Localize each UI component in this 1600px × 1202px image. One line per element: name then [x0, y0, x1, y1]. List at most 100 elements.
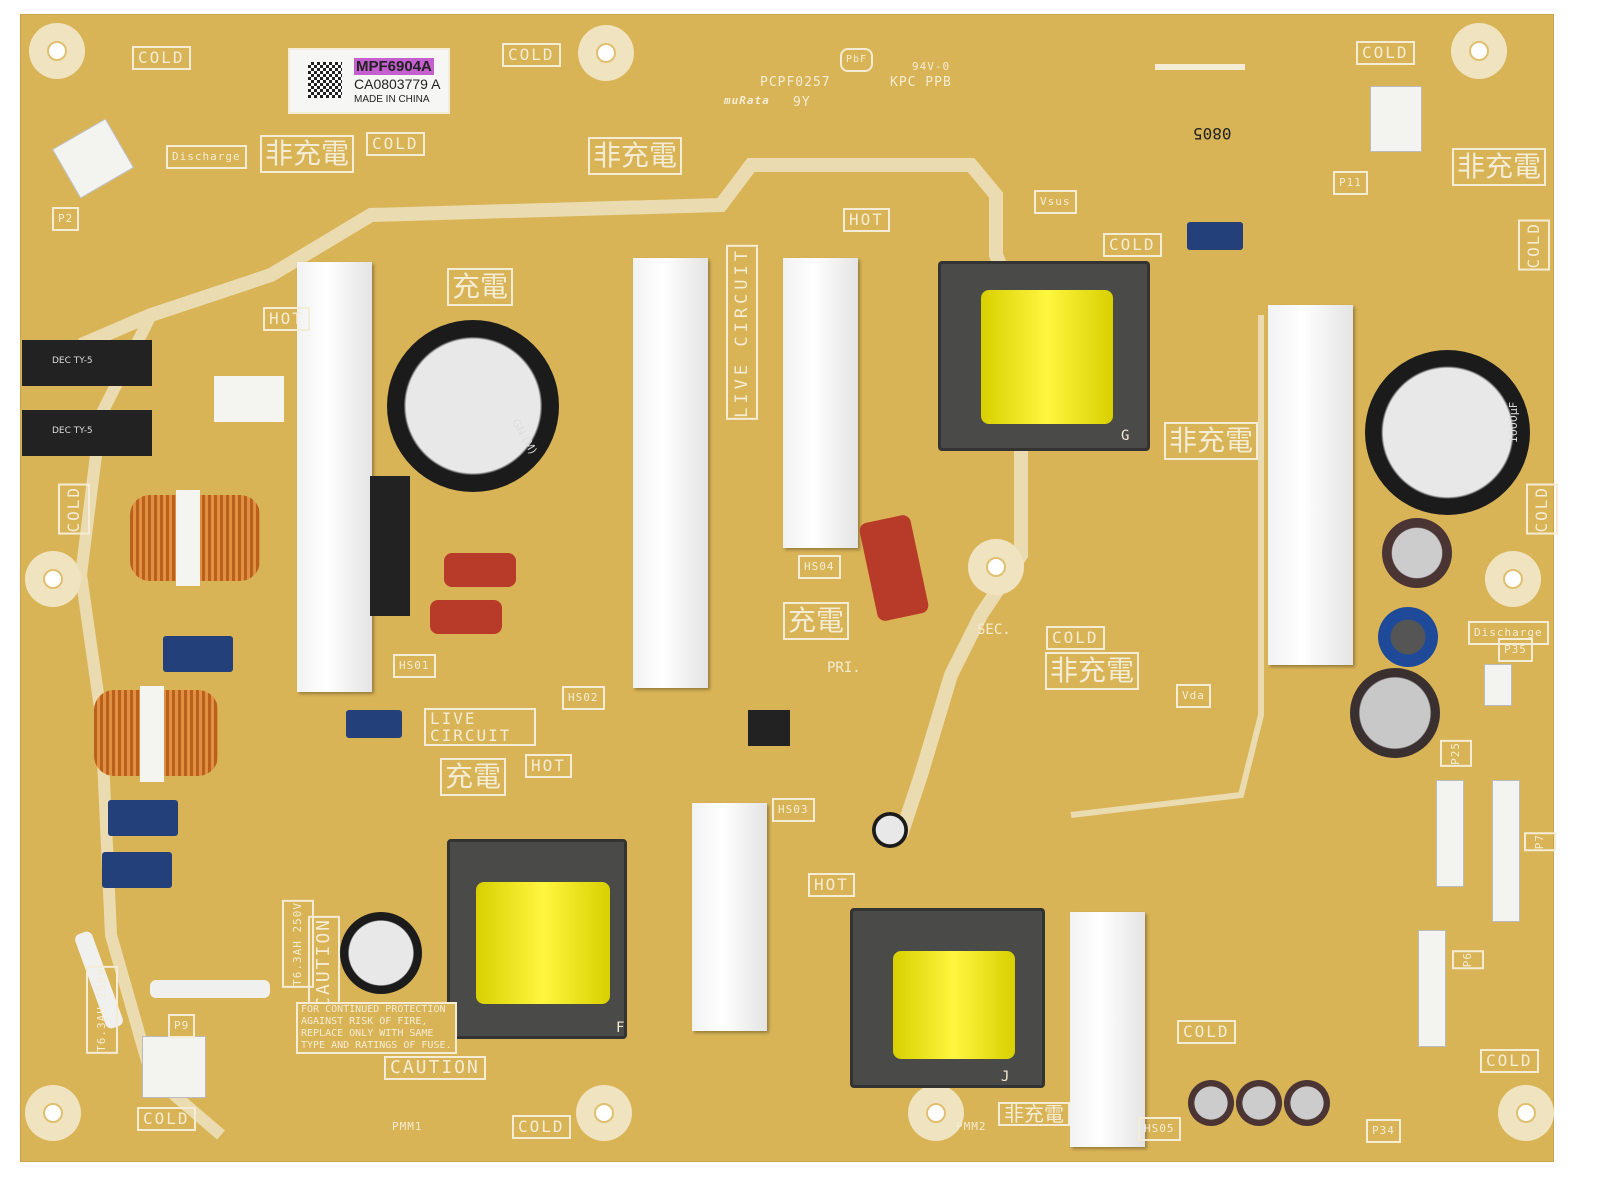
cold-label: COLD — [512, 1115, 571, 1139]
fuse-warning: FOR CONTINUED PROTECTION AGAINST RISK OF… — [296, 1002, 457, 1054]
ref-p9: P9 — [168, 1014, 196, 1038]
transformer: F — [447, 839, 627, 1039]
ref-pmm2: PMM2 — [956, 1120, 987, 1133]
kpc-mark: KPC PPB — [890, 75, 952, 90]
cold-label: COLD — [58, 484, 90, 535]
relay: DEC TY-5 — [22, 340, 152, 386]
film-capacitor — [430, 600, 502, 634]
flammability-rating: 94V-0 — [912, 60, 951, 73]
direction-arrow-icon — [1155, 64, 1245, 70]
transformer-coil — [893, 951, 1015, 1059]
caution-label: CAUTION — [384, 1056, 486, 1080]
capacitor-marking: GN (M) — [508, 416, 540, 457]
part-number: MPF6904A — [354, 58, 434, 75]
electrolytic-capacitor — [1378, 607, 1438, 667]
ref-hs03: HS03 — [772, 798, 815, 822]
electrolytic-capacitor — [1284, 1080, 1330, 1126]
fuse-warning-line: FOR CONTINUED PROTECTION — [301, 1004, 446, 1015]
connector-p7 — [1492, 780, 1520, 922]
connector-p9 — [142, 1036, 206, 1098]
electrolytic-capacitor — [340, 912, 422, 994]
non-charge-label: 非充電 — [998, 1102, 1070, 1126]
non-charge-label: 非充電 — [1452, 148, 1547, 186]
electrolytic-capacitor — [1188, 1080, 1234, 1126]
electrolytic-capacitor — [872, 812, 908, 848]
electrolytic-capacitor — [1350, 668, 1440, 758]
ref-p25: P25 — [1440, 740, 1472, 767]
ref-hs05: HS05 — [1138, 1117, 1181, 1141]
ic-chip — [748, 710, 790, 746]
mounting-hole — [578, 25, 634, 81]
relay-marking: DEC TY-5 — [52, 356, 93, 366]
relay-marking: DEC TY-5 — [52, 426, 93, 436]
charge-label: 充電 — [440, 758, 507, 796]
mounting-hole — [1451, 23, 1507, 79]
cold-label: COLD — [1046, 626, 1105, 650]
hot-label: HOT — [843, 208, 890, 232]
origin-text: MADE IN CHINA — [354, 94, 430, 105]
transformer: G — [938, 261, 1150, 451]
secondary-zone-label: SEC. — [977, 622, 1011, 638]
ref-p35: P35 — [1498, 638, 1533, 662]
murata-logo: muRata — [724, 94, 770, 107]
batch-code: 0805 — [1193, 124, 1232, 143]
heatsink — [633, 258, 708, 688]
fuse-warning-line: REPLACE ONLY WITH SAME — [301, 1028, 434, 1039]
film-capacitor — [444, 553, 516, 587]
discharge-label: Discharge — [166, 145, 247, 169]
bridge-rectifier — [370, 476, 410, 616]
mounting-hole — [1498, 1085, 1554, 1141]
transformer-mark: G — [1121, 428, 1130, 444]
discharge-label: Discharge — [1468, 621, 1549, 645]
cold-label: COLD — [1526, 484, 1558, 535]
thermistor — [214, 376, 284, 422]
serial-number: CA0803779 A — [354, 76, 441, 92]
relay: DEC TY-5 — [22, 410, 152, 456]
fuse — [150, 980, 270, 998]
choke-bobbin — [140, 686, 164, 782]
electrolytic-capacitor — [1236, 1080, 1282, 1126]
primary-zone-label: PRI. — [827, 660, 861, 676]
heatsink — [1070, 912, 1145, 1147]
capacitor-marking: 1000µF — [1507, 401, 1521, 444]
charge-label: 充電 — [783, 602, 850, 640]
heatsink — [692, 803, 767, 1031]
ref-pmm1: PMM1 — [392, 1120, 423, 1133]
mounting-hole — [968, 539, 1024, 595]
live-circuit-label: LIVE CIRCUIT — [726, 245, 758, 420]
non-charge-label: 非充電 — [260, 135, 355, 173]
date-code: 9Y — [793, 95, 811, 110]
transformer-coil — [981, 290, 1113, 424]
cold-label: COLD — [1103, 233, 1162, 257]
mounting-hole — [908, 1085, 964, 1141]
cold-label: COLD — [1356, 41, 1415, 65]
connector-p35 — [1484, 664, 1512, 706]
ref-p6: P6 — [1452, 950, 1484, 970]
transformer-coil — [476, 882, 610, 1004]
hot-label: HOT — [525, 754, 572, 778]
fuse-warning-line: AGAINST RISK OF FIRE, — [301, 1016, 428, 1027]
cold-label: COLD — [132, 46, 191, 70]
ref-p34: P34 — [1366, 1119, 1401, 1143]
heatsink — [1268, 305, 1353, 665]
x-capacitor — [108, 800, 178, 836]
fuse-rating: T6.3AH 250V — [86, 966, 118, 1054]
charge-label: 充電 — [447, 268, 514, 306]
qr-code — [308, 62, 342, 98]
transformer: J — [850, 908, 1045, 1088]
non-charge-label: 非充電 — [1164, 422, 1259, 460]
vda-label: Vda — [1176, 684, 1211, 708]
x-capacitor — [1187, 222, 1243, 250]
heatsink — [783, 258, 858, 548]
part-label-sticker: MPF6904A CA0803779 A MADE IN CHINA — [288, 48, 450, 114]
hot-label: HOT — [263, 307, 310, 331]
non-charge-label: 非充電 — [588, 137, 683, 175]
pcb-code: PCPF0257 — [760, 75, 831, 90]
x-capacitor — [102, 852, 172, 888]
live-circuit-label: LIVE CIRCUIT — [424, 708, 536, 746]
connector-p25 — [1436, 780, 1464, 887]
ref-p2: P2 — [52, 207, 80, 231]
connector-p6 — [1418, 930, 1446, 1047]
ref-p11: P11 — [1333, 171, 1368, 195]
mounting-hole — [29, 23, 85, 79]
